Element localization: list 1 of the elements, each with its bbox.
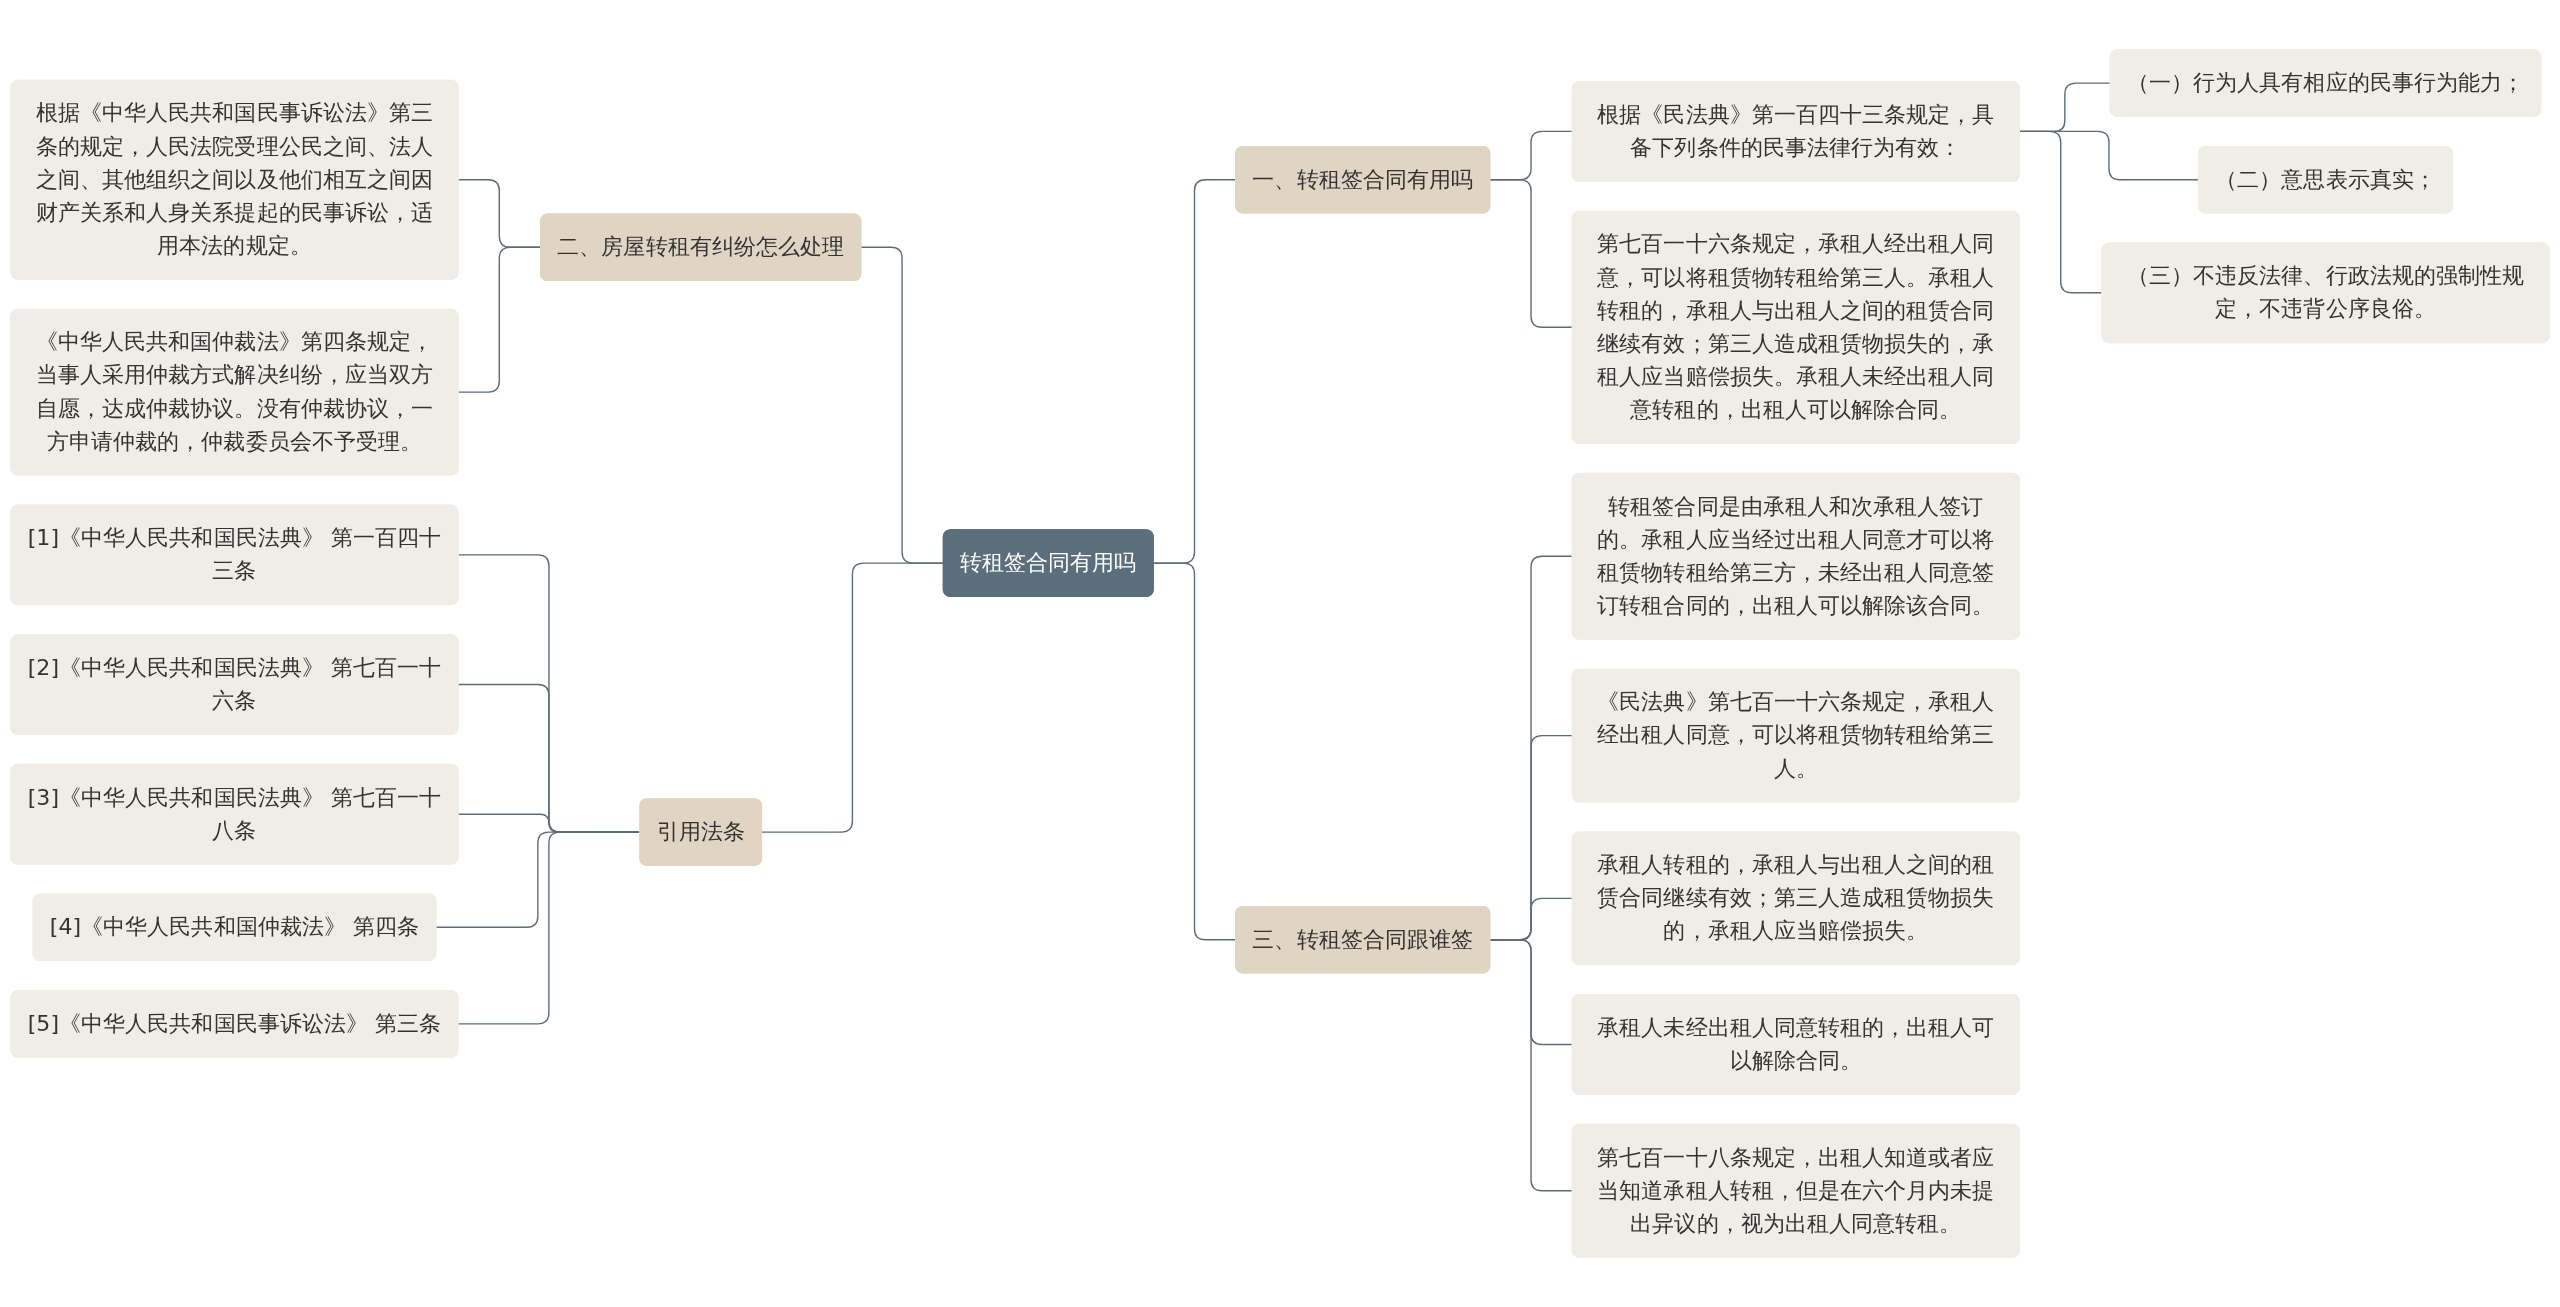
connector xyxy=(1488,939,1574,1192)
